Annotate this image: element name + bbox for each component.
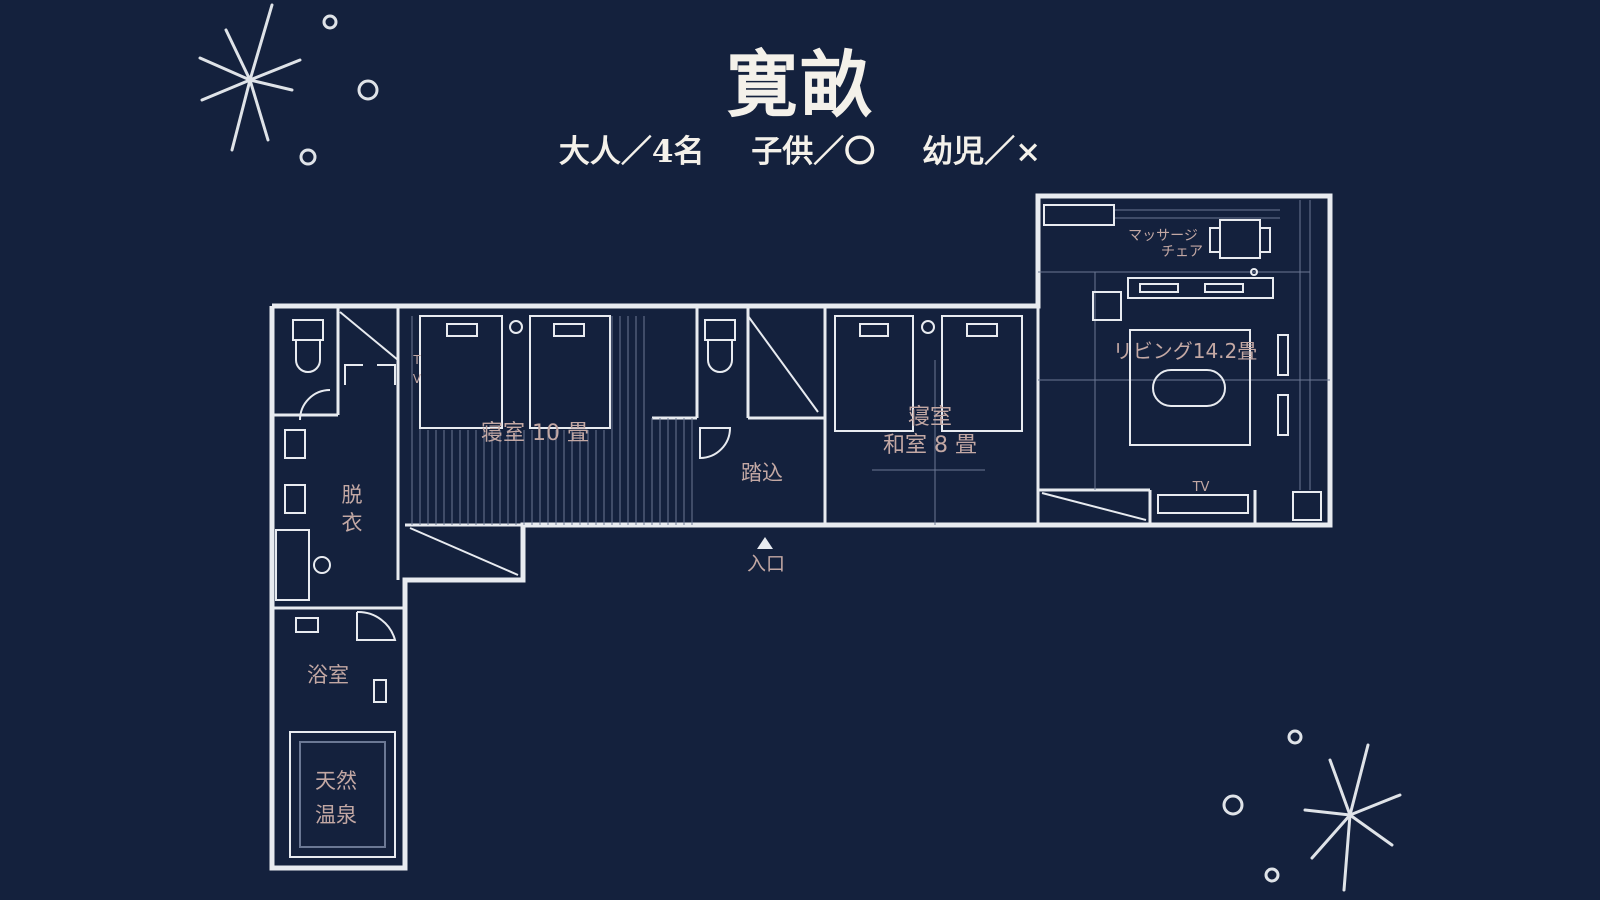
label-tv-bed-t: T bbox=[412, 353, 421, 367]
capacity-infants: 幼児／× bbox=[922, 134, 1042, 170]
entrance-arrow-icon bbox=[757, 537, 773, 549]
interior-walls bbox=[272, 306, 1257, 610]
label-bedroom-wa-1: 寝室 bbox=[908, 405, 952, 430]
label-bedroom-10: 寝室 10 畳 bbox=[481, 421, 589, 446]
label-onsen-1: 天然 bbox=[315, 769, 357, 793]
dots-icon-top-left bbox=[299, 14, 379, 166]
capacity-children: 子供／〇 bbox=[751, 134, 876, 170]
capacity-info: 大人／4名 子供／〇 幼児／× bbox=[0, 132, 1600, 172]
doors bbox=[299, 311, 1147, 641]
firework-icon-bottom-right bbox=[1303, 743, 1402, 892]
outer-walls bbox=[269, 193, 1333, 871]
living-furniture bbox=[1043, 204, 1322, 521]
capacity-adults: 大人／4名 bbox=[558, 134, 705, 170]
label-genkan: 踏込 bbox=[741, 461, 783, 485]
fixtures bbox=[275, 319, 736, 858]
label-bedroom-wa-2: 和室 8 畳 bbox=[883, 433, 977, 458]
label-dressing-2: 衣 bbox=[342, 511, 363, 535]
beds bbox=[419, 315, 1023, 432]
label-tv-living: TV bbox=[1192, 480, 1210, 495]
room-title: 寛畝 bbox=[725, 42, 874, 127]
label-living: リビング14.2畳 bbox=[1113, 339, 1258, 363]
label-onsen-2: 温泉 bbox=[315, 803, 357, 827]
firework-icon-top-left bbox=[198, 3, 302, 152]
label-massage-1: マッサージ bbox=[1128, 228, 1198, 244]
label-dressing-1: 脱 bbox=[342, 483, 363, 507]
label-entrance: 入口 bbox=[747, 553, 785, 575]
label-massage-2: チェア bbox=[1161, 244, 1203, 260]
label-bathroom: 浴室 bbox=[307, 663, 349, 687]
label-tv-bed-v: V bbox=[413, 372, 422, 386]
dots-icon-bottom-right bbox=[1222, 729, 1303, 883]
